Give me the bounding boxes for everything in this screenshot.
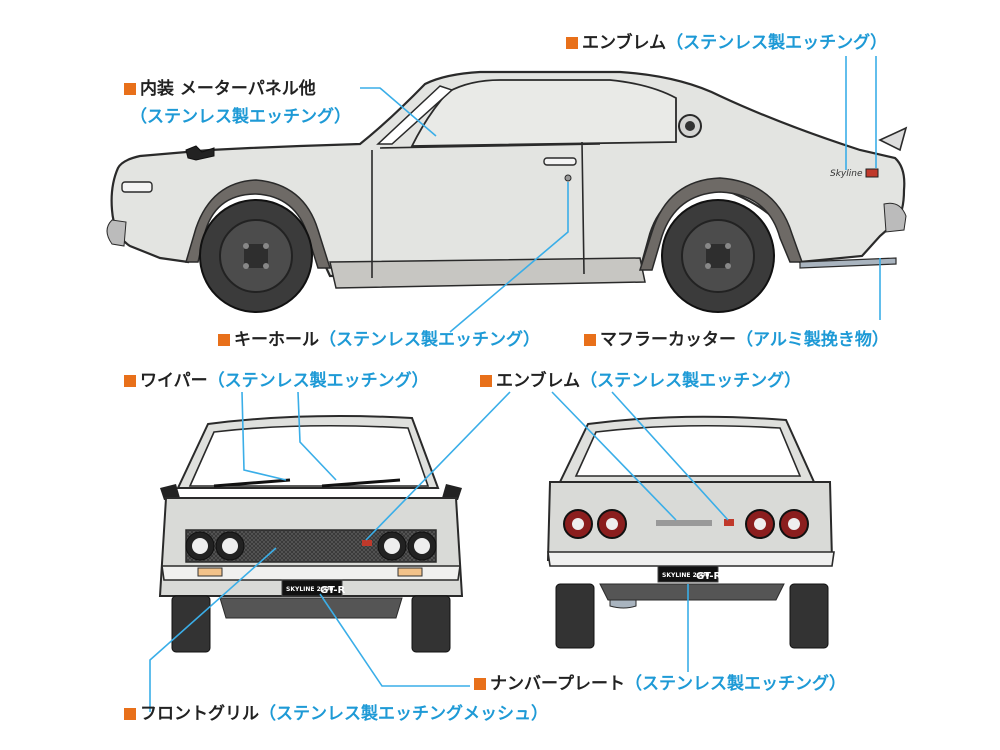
rear-right-tire: [789, 583, 829, 649]
side-sill: [329, 257, 646, 289]
orange-square-marker: [124, 375, 136, 387]
rear-tail-lights: [563, 509, 809, 539]
label-interior: 内装 メーターパネル他: [124, 78, 316, 100]
svg-text:SKYLINE 2000: SKYLINE 2000: [286, 586, 333, 593]
leader-interior: [360, 87, 437, 137]
rear-number-plate: SKYLINE 2000 GT-R: [657, 565, 722, 583]
label-name: 内装 メーターパネル他: [140, 79, 316, 99]
side-door-handle: [543, 157, 577, 166]
label-name: キーホール: [234, 330, 319, 350]
label-interior-material: （ステンレス製エッチング）: [130, 107, 351, 127]
label-material: （ステンレス製エッチング）: [624, 674, 846, 694]
rear-window: [574, 424, 802, 477]
label-name: エンブレム: [496, 371, 581, 391]
label-front-grille: フロントグリル（ステンレス製エッチングメッシュ）: [124, 703, 548, 725]
front-number-plate: SKYLINE 2000 GT-R: [281, 579, 346, 597]
side-muffler: [799, 257, 897, 269]
side-rear-wheel: [661, 199, 775, 313]
side-rear-window: [410, 79, 677, 147]
side-keyhole: [564, 174, 572, 182]
leader-emblem-rear-a: [365, 391, 511, 541]
side-view-car: Skyline: [106, 70, 908, 313]
leader-wiper-b: [297, 391, 337, 481]
side-badge-text: Skyline: [830, 169, 863, 179]
side-front-wheel: [199, 199, 313, 313]
label-material: （ステンレス製エッチング）: [580, 371, 802, 391]
rear-left-tire: [555, 583, 595, 649]
label-wiper: ワイパー（ステンレス製エッチング）: [124, 370, 429, 392]
label-name: ナンバープレート: [490, 674, 625, 694]
label-name: エンブレム: [582, 33, 667, 53]
orange-square-marker: [218, 334, 230, 346]
label-emblem-side: エンブレム（ステンレス製エッチング）: [566, 32, 887, 54]
label-material: （アルミ製挽き物）: [736, 330, 889, 350]
label-muffler: マフラーカッター（アルミ製挽き物）: [584, 329, 889, 351]
side-door-line: [371, 141, 601, 278]
front-right-tire: [411, 595, 451, 653]
leader-grille: [149, 547, 277, 712]
rear-script-emblem: [656, 520, 712, 526]
svg-text:SKYLINE 2000: SKYLINE 2000: [662, 572, 709, 579]
label-name: マフラーカッター: [600, 330, 736, 350]
side-front-fender: [184, 179, 332, 269]
leader-keyhole: [449, 182, 569, 333]
side-windshield: [376, 85, 454, 145]
front-headlights: [185, 531, 437, 561]
side-rear-emblem: [865, 168, 879, 178]
rear-emblem: [724, 519, 734, 526]
front-wiper-right: [321, 478, 401, 488]
orange-square-marker: [480, 375, 492, 387]
leader-lines: [149, 56, 881, 712]
label-material: （ステンレス製エッチング）: [207, 371, 429, 391]
front-bumper: [161, 565, 461, 581]
svg-text:GT-R: GT-R: [320, 585, 346, 596]
label-keyhole: キーホール（ステンレス製エッチング）: [218, 329, 540, 351]
orange-square-marker: [124, 83, 136, 95]
side-front-marker: [121, 181, 153, 193]
svg-text:GT-R: GT-R: [696, 571, 722, 582]
label-name: フロントグリル: [140, 704, 259, 724]
leader-plate-front: [319, 593, 470, 687]
side-rear-spoiler: [878, 126, 908, 152]
side-mirror: [185, 145, 215, 161]
orange-square-marker: [474, 678, 486, 690]
label-material: （ステンレス製エッチングメッシュ）: [259, 704, 548, 724]
label-number-plate: ナンバープレート（ステンレス製エッチング）: [474, 673, 846, 695]
front-emblem: [362, 540, 372, 546]
leader-emblem-rear-b: [551, 391, 677, 521]
orange-square-marker: [584, 334, 596, 346]
leader-wiper-a: [241, 391, 287, 481]
leader-emblem-rear-c: [611, 391, 729, 521]
rear-bumper: [547, 551, 835, 567]
front-windshield: [188, 424, 430, 487]
label-material: （ステンレス製エッチング）: [666, 33, 888, 53]
front-wiper-left: [213, 478, 291, 488]
label-name: ワイパー: [140, 371, 208, 391]
rear-view-car: SKYLINE 2000 GT-R: [546, 415, 835, 649]
side-rear-fender: [638, 177, 804, 271]
label-emblem-rear: エンブレム（ステンレス製エッチング）: [480, 370, 801, 392]
front-view-car: SKYLINE 2000 GT-R: [158, 415, 464, 653]
orange-square-marker: [124, 708, 136, 720]
label-material: （ステンレス製エッチング）: [319, 330, 540, 350]
orange-square-marker: [566, 37, 578, 49]
